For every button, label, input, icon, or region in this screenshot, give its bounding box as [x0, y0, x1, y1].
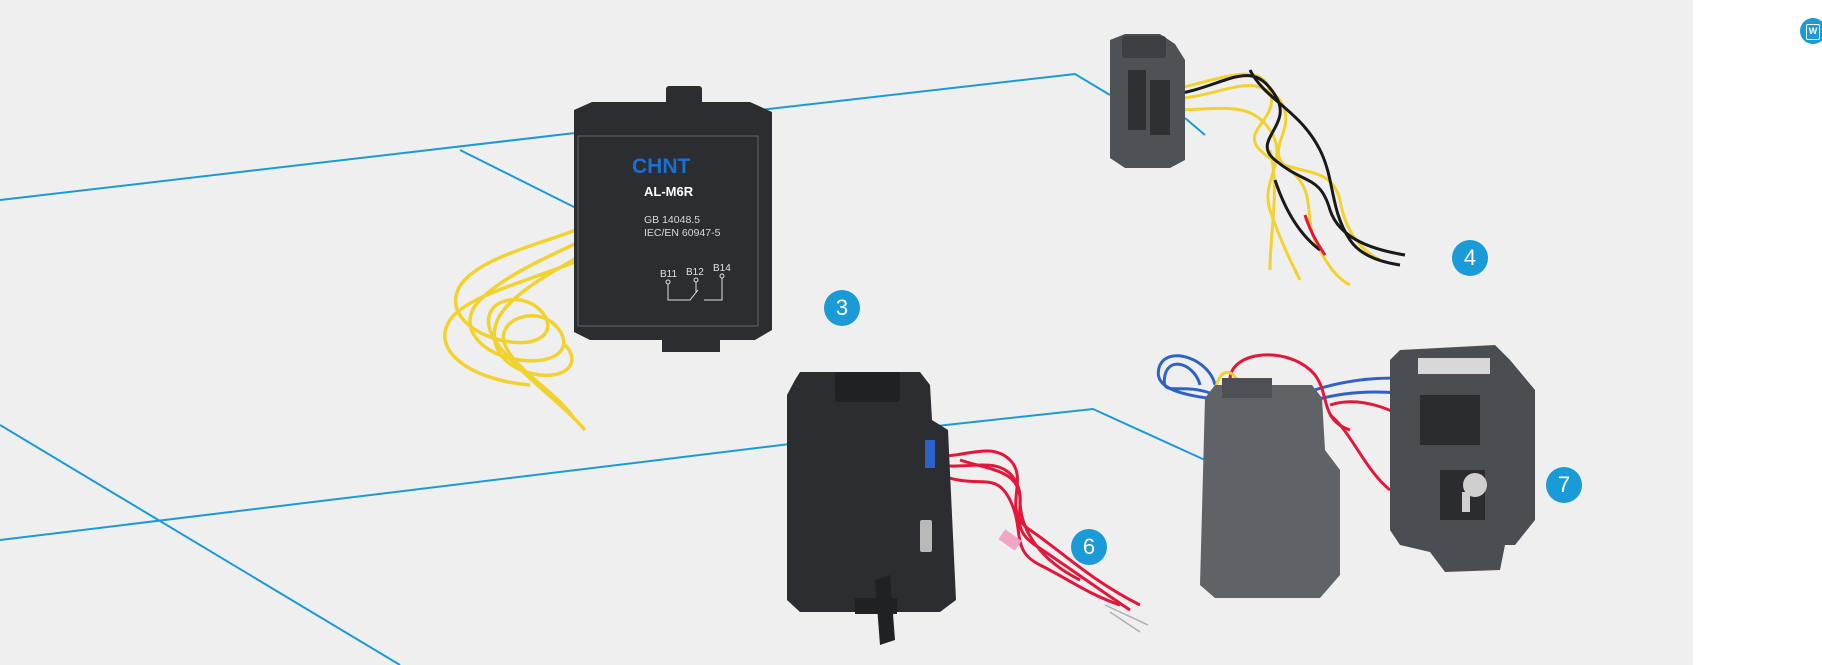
callout-badge-4: 4: [1452, 240, 1488, 276]
callout-badge-3: 3: [824, 290, 860, 326]
open-module-housing: [1390, 345, 1535, 572]
yellow-wires-4: [1167, 72, 1381, 287]
callout-lines: CHNT AL-M6R GB 14048.5 IEC/EN 60947-5 B1…: [0, 34, 1535, 665]
callout-badge-7: 7: [1546, 467, 1582, 503]
callout-badge-6: 6: [1071, 529, 1107, 565]
wire-tie: [998, 529, 1022, 551]
terminal-label-1: B11: [660, 269, 677, 280]
module-7-housing: [1200, 378, 1340, 598]
document-icon[interactable]: W: [1800, 18, 1822, 44]
auxiliary-contact-module: CHNT AL-M6R GB 14048.5 IEC/EN 60947-5 B1…: [443, 86, 772, 432]
motor-operator-module: [1156, 345, 1535, 598]
terminal-label-2: B12: [686, 267, 704, 278]
standard-label-2: IEC/EN 60947-5: [644, 227, 721, 239]
yellow-wires: [443, 213, 619, 432]
product-image: CHNT AL-M6R GB 14048.5 IEC/EN 60947-5 B1…: [0, 0, 1693, 665]
brand-logo: CHNT: [632, 155, 690, 178]
red-wires-6: [934, 449, 1141, 612]
standard-label-1: GB 14048.5: [644, 214, 700, 226]
contact-diagram: [665, 273, 725, 301]
black-wires-4: [1169, 69, 1406, 267]
shunt-release-module: [1110, 34, 1406, 287]
leader-lines: [0, 72, 1206, 665]
model-label: AL-M6R: [644, 184, 694, 199]
document-icon-letter: W: [1806, 24, 1820, 40]
spring-mechanism: [920, 520, 932, 552]
module-4-housing: [1110, 34, 1185, 168]
module-6-housing: [787, 372, 956, 645]
undervoltage-release-module: [787, 372, 1149, 645]
terminal-label-3: B14: [713, 263, 731, 274]
